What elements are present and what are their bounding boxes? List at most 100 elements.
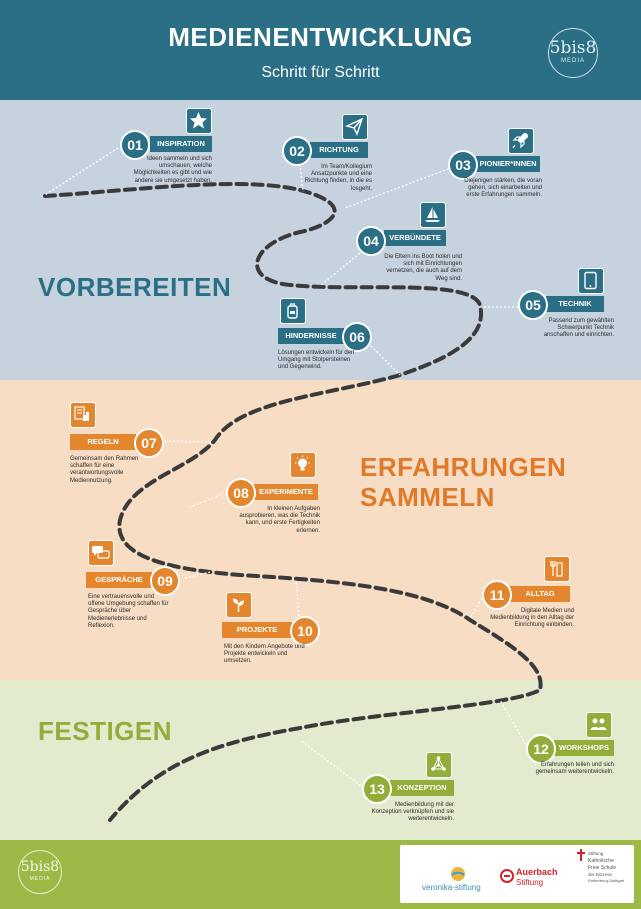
step-09-title: GESPRÄCHE xyxy=(86,572,152,588)
step-13-title: KONZEPTION xyxy=(390,780,454,796)
logo-subtext: MEDIA xyxy=(29,876,51,882)
auerbach-logo-icon xyxy=(500,869,514,883)
leader-line-06 xyxy=(367,342,401,376)
cross-logo-icon xyxy=(577,849,585,861)
partner-veronika: veronika-stiftung xyxy=(422,883,481,892)
step-11-number: 11 xyxy=(482,580,512,610)
step-12-icon-box xyxy=(586,712,612,738)
step-10-number: 10 xyxy=(290,616,320,646)
step-07-icon-box xyxy=(70,402,96,428)
step-07-desc: Gemeinsam den Rahmen schaffen für eine v… xyxy=(70,456,139,484)
leader-line-12 xyxy=(499,699,529,749)
step-10-icon-box xyxy=(226,592,252,618)
partner-logos: veronika-stiftung Auerbach Stiftung Stif… xyxy=(400,845,634,903)
step-03-desc: Diejenigen stärken, die voran gehen, sic… xyxy=(464,178,542,199)
step-06-desc: Lösungen entwickeln für den Umgang mit S… xyxy=(278,350,355,371)
lightbulb-icon xyxy=(295,455,310,471)
tablet-icon xyxy=(584,271,597,290)
leader-line-11 xyxy=(469,594,485,619)
step-08-number: 08 xyxy=(226,478,256,508)
zone-label-festigen: FESTIGEN xyxy=(38,716,173,746)
leader-line-09 xyxy=(184,571,211,579)
partner-ks-3: Freie Schule xyxy=(588,865,617,871)
partner-auerbach-2: Stiftung xyxy=(516,878,544,887)
step-05-number: 05 xyxy=(518,290,548,320)
leader-line-08 xyxy=(189,491,229,508)
step-08-title: EXPERIMENTE xyxy=(254,484,318,500)
step-04-desc: Die Eltern ins Boot holen und sich mit E… xyxy=(384,254,462,282)
sailboat-icon xyxy=(425,207,440,222)
leader-line-04 xyxy=(319,252,361,287)
page-title: MEDIENENTWICKLUNG xyxy=(168,22,473,52)
zone-label-vorbereiten: VORBEREITEN xyxy=(38,272,232,302)
leader-line-01 xyxy=(44,147,119,196)
star-icon xyxy=(190,112,207,129)
step-06-title: HINDERNISSE xyxy=(278,328,344,344)
page-subtitle: Schritt für Schritt xyxy=(261,64,380,81)
seedling-icon xyxy=(233,598,244,612)
network-icon xyxy=(431,756,446,771)
leader-line-07 xyxy=(156,440,211,443)
step-07-number: 07 xyxy=(134,428,164,458)
step-08-desc: In kleinen Aufgaben ausprobieren, was di… xyxy=(239,506,320,534)
step-01-desc: Ideen sammeln und sich umschauen, welche… xyxy=(133,156,212,184)
step-10-desc: Mit den Kindern Angebote und Projekte en… xyxy=(224,644,305,665)
backpack-icon xyxy=(287,303,298,319)
cutlery-icon xyxy=(550,561,563,577)
speech-bubbles-icon xyxy=(92,546,110,559)
hand-paper-icon xyxy=(74,406,89,421)
step-02-number: 02 xyxy=(282,136,312,166)
step-12-number: 12 xyxy=(526,734,556,764)
step-05-icon-box xyxy=(578,268,604,294)
veronika-logo-icon xyxy=(451,867,465,881)
rocket-icon xyxy=(512,133,528,149)
logo-subtext: MEDIA xyxy=(560,58,585,64)
step-12-title: WORKSHOPS xyxy=(554,740,614,756)
partner-ks-4: der Diözese xyxy=(588,872,613,877)
step-11-title: ALLTAG xyxy=(510,586,570,602)
zone-label-erfahrungen-sammeln: ERFAHRUNGEN SAMMELN xyxy=(360,452,567,512)
step-04-icon-box xyxy=(420,202,446,228)
zone-erfahrungen-sammeln xyxy=(0,380,641,680)
step-02-desc: Im Team/Kollegium Ansatzpunkte und eine … xyxy=(304,164,372,192)
logo-5bis8-header: 5bis8 MEDIA xyxy=(548,28,598,78)
step-11-icon-box xyxy=(544,556,570,582)
partner-ks-1: Stiftung xyxy=(588,851,604,856)
step-07-title: REGELN xyxy=(70,434,136,450)
leader-line-02 xyxy=(299,163,304,193)
partner-auerbach-1: Auerbach xyxy=(516,867,558,877)
step-11-desc: Digitale Medien und Medienbildung in den… xyxy=(490,608,574,629)
step-01-icon-box xyxy=(186,108,212,134)
step-13-icon-box xyxy=(426,752,452,778)
leader-line-13 xyxy=(299,739,365,789)
paper-plane-icon xyxy=(345,117,364,136)
partner-ks-5: Rottenburg-Stuttgart xyxy=(588,878,625,883)
step-10-title: PROJEKTE xyxy=(222,622,292,638)
step-09-icon-box xyxy=(88,540,114,566)
step-06-number: 06 xyxy=(342,322,372,352)
step-04-title: VERBÜNDETE xyxy=(384,230,446,246)
group-icon xyxy=(590,718,607,730)
step-13-desc: Medienbildung mit der Konzeption verknüp… xyxy=(371,802,454,823)
step-12-desc: Erfahrungen teilen und sich gemeinsam we… xyxy=(535,762,614,776)
step-03-icon-box xyxy=(508,128,534,154)
step-09-number: 09 xyxy=(150,566,180,596)
step-02-icon-box xyxy=(342,114,368,140)
step-01-title: INSPIRATION xyxy=(150,136,212,152)
step-05-desc: Passend zum gewählten Schwerpunkt Techni… xyxy=(543,318,614,339)
step-03-number: 03 xyxy=(448,150,478,180)
winding-path xyxy=(43,181,543,822)
step-05-title: TECHNIK xyxy=(546,296,604,312)
logo-text: 5bis8 xyxy=(20,859,60,875)
step-04-number: 04 xyxy=(356,226,386,256)
step-08-icon-box xyxy=(290,452,316,478)
partner-ks-2: Katholische xyxy=(588,858,614,864)
step-13-number: 13 xyxy=(362,774,392,804)
step-06-icon-box xyxy=(280,298,306,324)
header-band xyxy=(0,0,641,100)
step-02-title: RICHTUNG xyxy=(310,142,368,158)
step-03-title: PIONIER*INNEN xyxy=(476,156,540,172)
step-09-desc: Eine vertrauensvolle und offene Umgebung… xyxy=(88,594,169,629)
step-01-number: 01 xyxy=(120,130,150,160)
logo-text: 5bis8 xyxy=(549,38,597,58)
